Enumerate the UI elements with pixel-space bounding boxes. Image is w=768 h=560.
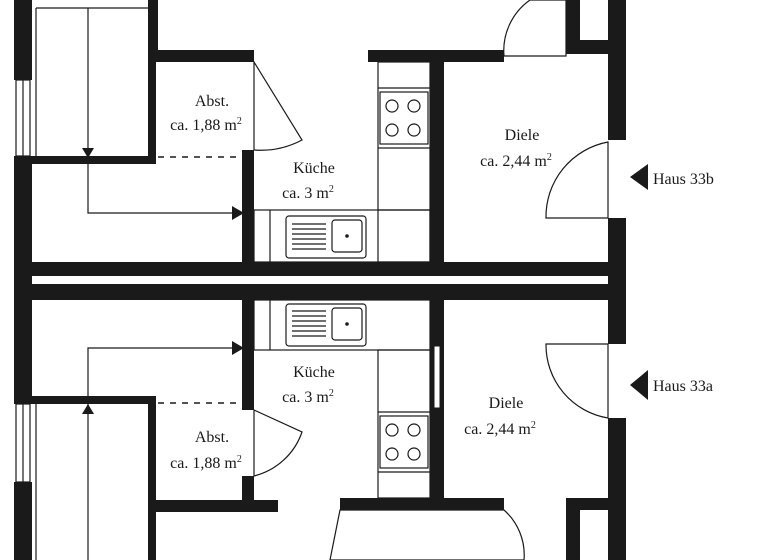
bottom-burner: [385, 447, 399, 461]
bottom-stub: [566, 498, 580, 560]
bottom-sink: [285, 303, 367, 347]
top-storage-wall-left: [148, 50, 156, 164]
bottom-closet-wall: [32, 396, 156, 404]
bottom-storage-door: [253, 409, 303, 477]
bottom-storage-wall-bottom: [148, 500, 278, 512]
entrance-arrow-33a: [630, 370, 648, 400]
top-entrance-door: [545, 141, 609, 219]
top-hall-door-upper: [503, 0, 567, 57]
bottom-hall-door: [329, 509, 525, 560]
walls: [14, 0, 626, 560]
top-hall-wall-top: [368, 50, 446, 62]
bottom-hall-name: Diele: [489, 395, 524, 412]
bottom-sink-drain: [345, 322, 349, 326]
top-sink-drainboard: [292, 223, 326, 250]
top-burner: [385, 123, 399, 137]
left-wall-top: [14, 0, 32, 80]
top-stub-horizontal: [566, 40, 626, 54]
bottom-storage-wall-stub: [242, 476, 254, 512]
stair-top-path: [87, 160, 236, 214]
entrance-label-33b: Haus 33b: [653, 171, 714, 188]
right-wall-bottom: [608, 418, 626, 560]
windows: [15, 79, 441, 483]
top-burner: [385, 99, 399, 113]
top-storage-area: ca. 1,88 m2: [170, 116, 242, 134]
bottom-storage-name: Abst.: [195, 429, 229, 446]
stairs: [35, 7, 244, 560]
window-bottom-hall: [433, 345, 441, 409]
bottom-hall-area: ca. 2,44 m2: [464, 420, 536, 438]
top-hall-wall-left: [430, 50, 444, 262]
top-kitchen-area: ca. 3 m2: [282, 184, 334, 202]
top-storage-wall-top: [148, 50, 254, 62]
top-kitchen-name: Küche: [293, 160, 335, 177]
top-hob: [379, 91, 429, 145]
stair-bottom-arrow-right: [232, 341, 244, 355]
bottom-sink-drainboard: [292, 310, 326, 337]
bottom-counter-right: [377, 349, 431, 499]
entrance-arrow-33b: [630, 164, 648, 190]
top-hall-wall-top-right: [444, 50, 504, 62]
top-storage-door: [253, 59, 303, 151]
bottom-hob: [379, 415, 429, 469]
top-sink-basin: [331, 219, 363, 253]
bottom-burner: [385, 423, 399, 437]
top-hall-area: ca. 2,44 m2: [480, 152, 552, 170]
top-sink: [285, 215, 367, 259]
bottom-sink-basin: [331, 307, 363, 341]
top-stub: [566, 0, 580, 52]
bottom-stub-horizontal: [566, 498, 626, 510]
party-wall-upper: [14, 262, 626, 276]
left-wall-middle: [14, 156, 32, 404]
party-wall-lower: [14, 284, 626, 300]
bottom-hall-wall-bottom: [340, 498, 504, 510]
bottom-storage-area: ca. 1,88 m2: [170, 454, 242, 472]
stair-top-arrow-down: [82, 148, 94, 158]
top-kitchen-wall-left: [242, 150, 254, 262]
bottom-kitchen-fixtures: [253, 299, 431, 499]
bottom-burner: [407, 447, 421, 461]
top-kitchen-fixtures: [253, 61, 431, 263]
stair-bottom-path: [87, 347, 236, 402]
entrance-label-33a: Haus 33a: [653, 378, 713, 395]
top-storage-wall-a: [148, 0, 158, 62]
bottom-burner: [407, 423, 421, 437]
bottom-entrance-door: [545, 343, 609, 419]
top-storage-name: Abst.: [195, 93, 229, 110]
top-burner: [407, 123, 421, 137]
stair-top-arrow-right: [232, 206, 244, 220]
bottom-storage-wall-left: [148, 396, 156, 560]
left-wall-bottom: [14, 482, 32, 560]
top-counter-bottom: [253, 209, 431, 263]
top-burner: [407, 99, 421, 113]
doors: [253, 0, 609, 560]
bottom-kitchen-wall-left: [242, 300, 254, 410]
right-wall-top: [608, 0, 626, 140]
top-hall-name: Diele: [505, 127, 540, 144]
right-wall-middle: [608, 218, 626, 344]
bottom-kitchen-area: ca. 3 m2: [282, 388, 334, 406]
bottom-counter-top: [253, 299, 431, 351]
bottom-kitchen-name: Küche: [293, 364, 335, 381]
top-closet-wall: [32, 156, 156, 164]
top-sink-drain: [345, 234, 349, 238]
